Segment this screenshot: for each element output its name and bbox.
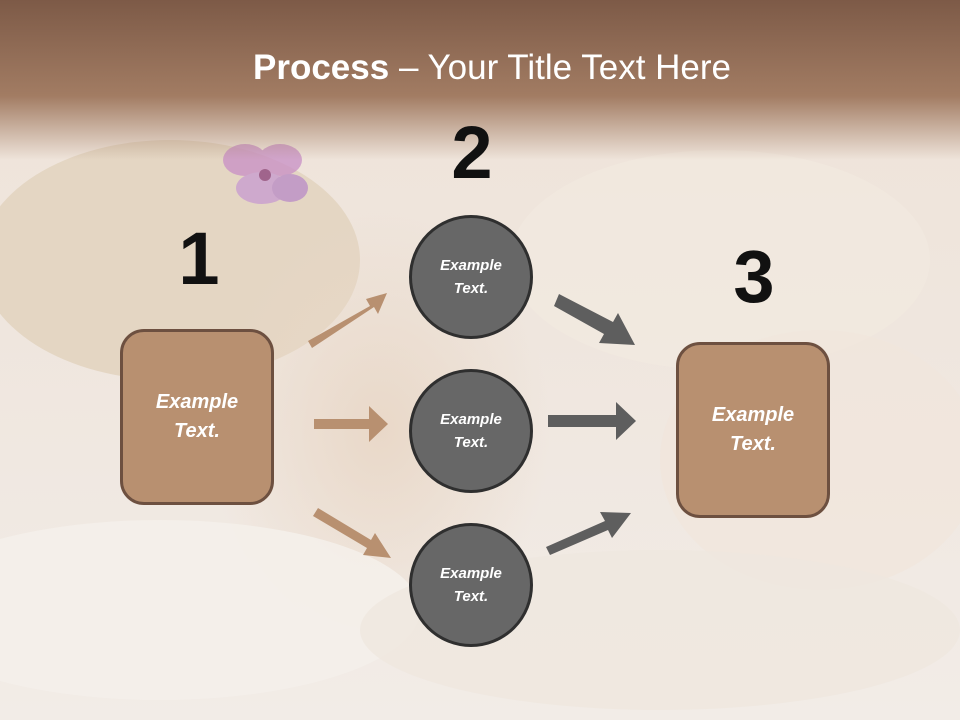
circle-bottom[interactable]: Example Text. [409, 523, 533, 647]
circle-top[interactable]: Example Text. [409, 215, 533, 339]
circle-bottom-label: Example Text. [440, 565, 502, 605]
arrow-right-icon [548, 402, 636, 440]
step-1-label: Example Text. [155, 391, 239, 442]
circle-middle-label: Example Text. [440, 411, 502, 451]
circle-middle[interactable]: Example Text. [409, 369, 533, 493]
arrow-up-right-icon [546, 512, 631, 555]
arrow-right-icon [314, 406, 388, 442]
step-1-box[interactable]: Example Text. [120, 329, 274, 505]
title-rest: – Your Title Text Here [389, 48, 731, 87]
header-band [0, 0, 960, 160]
step-number-3: 3 [733, 235, 775, 318]
step-number-2: 2 [451, 111, 493, 194]
arrow-up-right-icon [308, 293, 387, 348]
slide-title: Process – Your Title Text Here [0, 48, 960, 88]
step-3-box[interactable]: Example Text. [676, 342, 830, 518]
title-bold: Process [253, 48, 390, 87]
step-3-label: Example Text. [711, 404, 795, 455]
arrow-down-right-icon [313, 508, 391, 558]
arrow-down-right-icon [554, 294, 635, 345]
circle-top-label: Example Text. [440, 257, 502, 297]
step-number-1: 1 [178, 217, 220, 300]
